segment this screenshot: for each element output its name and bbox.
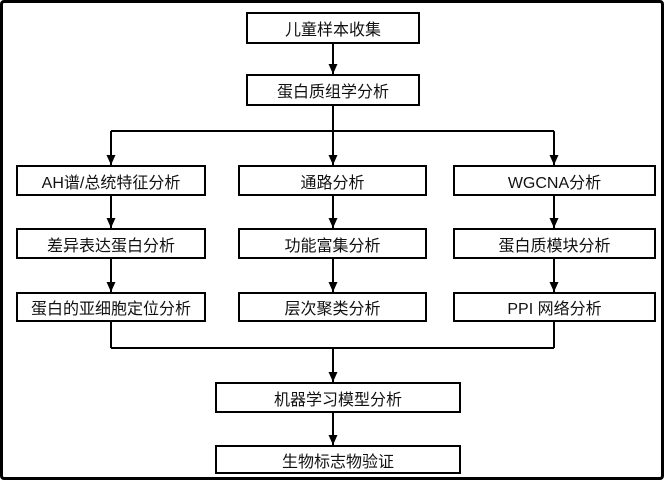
node-functional-enrichment-analysis: 功能富集分析 <box>238 228 427 259</box>
node-label: 蛋白的亚细胞定位分析 <box>30 301 191 318</box>
node-proteomics-analysis: 蛋白质组学分析 <box>246 74 420 106</box>
node-pathway-analysis: 通路分析 <box>238 165 427 196</box>
node-ppi-network-analysis: PPI 网络分析 <box>453 292 656 322</box>
node-label: PPI 网络分析 <box>507 301 602 318</box>
node-spectrum-feature-analysis: AH谱/总统特征分析 <box>16 165 206 196</box>
node-biomarker-validation: 生物标志物验证 <box>215 445 461 474</box>
node-label: 层次聚类分析 <box>284 301 381 318</box>
node-label: 蛋白质模块分析 <box>498 237 611 255</box>
node-label: 功能富集分析 <box>284 237 381 255</box>
node-wgcna-analysis: WGCNA分析 <box>453 165 656 196</box>
node-label: AH谱/总统特征分析 <box>41 174 181 192</box>
node-hierarchical-clustering-analysis: 层次聚类分析 <box>238 292 427 322</box>
node-sample-collection: 儿童样本收集 <box>246 12 420 44</box>
node-machine-learning-model-analysis: 机器学习模型分析 <box>215 382 461 413</box>
node-subcellular-localization-analysis: 蛋白的亚细胞定位分析 <box>16 292 206 322</box>
node-label: 通路分析 <box>300 174 365 192</box>
node-label: WGCNA分析 <box>507 174 602 192</box>
node-label: 机器学习模型分析 <box>273 391 402 409</box>
node-label: 儿童样本收集 <box>284 22 381 39</box>
node-label: 蛋白质组学分析 <box>276 84 389 101</box>
node-label: 差异表达蛋白分析 <box>46 237 175 255</box>
node-protein-module-analysis: 蛋白质模块分析 <box>453 228 656 259</box>
node-differential-protein-analysis: 差异表达蛋白分析 <box>16 228 206 259</box>
node-label: 生物标志物验证 <box>281 453 394 471</box>
